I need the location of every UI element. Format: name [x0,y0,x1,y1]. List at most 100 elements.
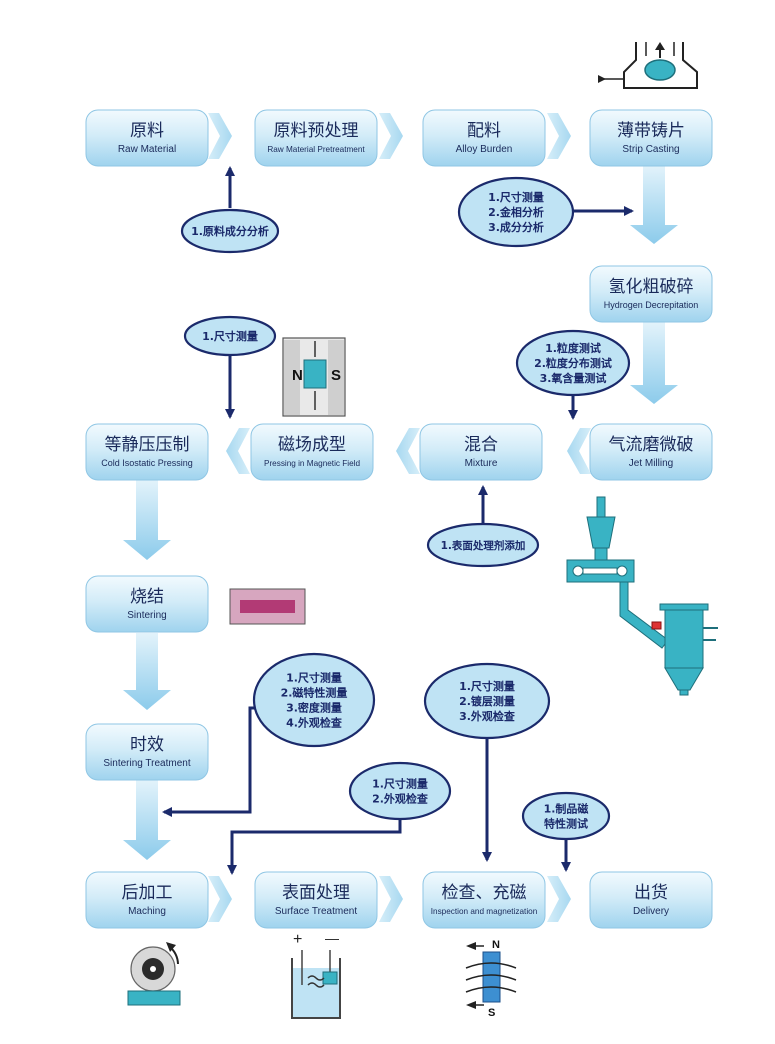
furnace-chamber [240,600,295,613]
press-core [303,359,327,389]
step-sintering: 烧结 Sintering [85,575,209,633]
step-pretreatment: 原料预处理 Raw Material Pretreatment [254,109,378,167]
step-label-en: Mixture [465,458,498,469]
step-label-en: Cold Isostatic Pressing [101,458,193,468]
step-label-zh: 配料 [467,121,501,141]
bubble-line: 2.外观检查 [372,791,428,805]
bubble-shape [423,662,551,740]
arrow-aging-to-machining [123,780,171,860]
coil-loop-3 [465,986,517,993]
machining-illustration [127,942,181,1006]
bubble-line: 1.尺寸测量 [488,190,544,204]
bubble-line: 1.粒度测试 [545,341,601,355]
pour-arrow-head [655,42,665,50]
press-pole-right [328,340,344,415]
arrow-hydrogen-to-jet [630,322,678,404]
step-label-en: Raw Material Pretreatment [267,145,365,154]
arrow-sintering-to-aging [123,633,171,710]
mill-top-pipe [596,496,606,518]
connector-arrows [162,166,634,875]
bubble-size-1: 1.尺寸测量 [183,315,277,357]
arrow-strip-to-hydrogen [630,165,678,244]
mill-cone [664,667,704,691]
step-label-zh: 原料预处理 [274,121,359,141]
mill-roller-1 [572,565,584,577]
step-box [589,423,713,481]
step-hydrogen: 氢化粗破碎 Hydrogen Decrepitation [589,265,713,323]
step-label-en: Sintering Treatment [103,758,190,769]
step-label-en: Hydrogen Decrepitation [604,300,699,310]
step-label-en: Inspection and magnetization [431,907,538,916]
magnetizing-illustration: N S [465,939,517,1019]
step-box [85,575,209,633]
mill-chamber [664,607,704,669]
mill-cyclone-neck [594,547,608,561]
mill-chamber-top [659,603,709,611]
step-label-en: Surface Treatment [275,906,357,917]
step-box [85,871,209,929]
bubble-line: 1.尺寸测量 [372,776,428,790]
bubble-shape [180,208,280,254]
bubble-shape [348,761,452,821]
plating-wave-1 [307,975,325,981]
chevron-left-2 [396,428,420,474]
chevron-right-3 [547,113,571,159]
grinding-wheel-axle [150,966,156,972]
step-label-zh: 薄带铸片 [617,121,685,141]
bubble-line: 4.外观检查 [286,715,342,729]
crucible-body [644,59,676,81]
feed-arrow-head [598,75,606,83]
step-label-en: Sintering [127,610,166,621]
chevron-left-3 [226,428,250,474]
inspection-bubbles: 1.原料成分分析1.尺寸测量2.金相分析3.成分分析1.尺寸测量1.粒度测试2.… [180,176,631,841]
step-label-zh: 氢化粗破碎 [609,277,694,297]
connector-machining-tests [227,818,402,875]
bubble-line: 1.尺寸测量 [286,670,342,684]
step-box [250,423,374,481]
step-box [422,109,546,167]
step-label-zh: 磁场成型 [278,435,346,455]
plating-tank [291,958,341,1019]
bubble-line: 1.尺寸测量 [459,679,515,693]
step-label-zh: 后加工 [122,883,173,903]
bubble-line: 1.尺寸测量 [202,329,258,343]
step-box [589,109,713,167]
step-label-zh: 等静压压制 [105,435,190,455]
chevron-right-5 [379,876,403,922]
bubble-shape [183,315,277,357]
magnet-pole-s: S [488,1007,495,1019]
step-box [589,871,713,929]
bubble-line: 2.镀层测量 [459,694,515,708]
step-machining: 后加工 Maching [85,871,209,929]
step-label-en: Maching [128,906,166,917]
coil-loop-1 [465,962,517,969]
bubble-line: 1.原料成分分析 [191,224,269,238]
step-label-zh: 烧结 [130,587,164,607]
step-label-zh: 表面处理 [282,883,350,903]
mill-belt [582,567,618,575]
step-box [419,423,543,481]
bubble-line: 2.金相分析 [488,205,544,219]
chevron-left-1 [567,428,591,474]
press-pole-left [284,340,300,415]
mill-roller-2 [616,565,628,577]
magnet-core [482,951,501,1003]
bubble-line: 3.氧含量测试 [540,371,607,385]
bubble-raw-analysis: 1.原料成分分析 [180,208,280,254]
bubble-line: 3.外观检查 [459,709,515,723]
chevron-right-4 [208,876,232,922]
rotation-arrow-head [166,942,176,952]
plus-sign: + [293,931,302,948]
crucible-outline [623,42,698,89]
plating-part [322,971,338,985]
